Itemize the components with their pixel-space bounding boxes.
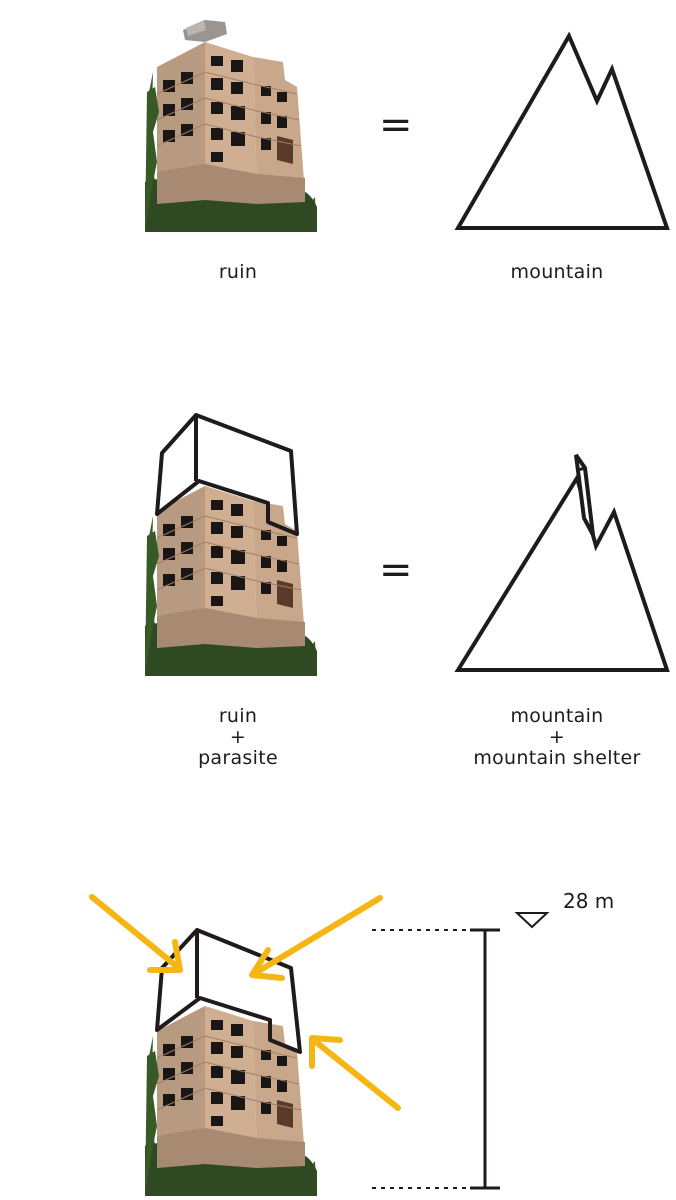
parasite-box-2 <box>155 413 299 536</box>
mountain-shelter-line1: mountain <box>510 705 604 727</box>
ruin-parasite-line2: parasite <box>198 747 278 769</box>
level-marker-icon <box>514 912 550 929</box>
mountain-shelter-label: mountain + mountain shelter <box>457 706 657 769</box>
height-label: 28 m <box>563 889 615 913</box>
ruin-parasite-label: ruin + parasite <box>168 706 308 769</box>
ruin-photo-1 <box>144 20 318 233</box>
arrow-top-left <box>89 894 183 973</box>
arrow-right <box>309 1035 401 1111</box>
mountain-label: mountain <box>482 262 632 283</box>
ruin-parasite-line1: ruin <box>218 705 258 727</box>
height-dimension <box>372 928 500 1190</box>
ruin-parasite-plus: + <box>229 726 247 748</box>
mountain-shelter-plus: + <box>548 726 566 748</box>
ruin-label: ruin <box>188 262 288 283</box>
ruin-label-text: ruin <box>218 261 258 283</box>
mountain-icon-2 <box>454 473 670 672</box>
mountain-icon-1 <box>454 31 670 230</box>
mountain-shelter-icon <box>574 453 595 536</box>
mountain-label-text: mountain <box>510 261 604 283</box>
ruin-photo-3 <box>144 1005 318 1197</box>
arrow-top-right <box>249 895 383 981</box>
equals-sign-2: = <box>379 547 413 593</box>
mountain-shelter-line2: mountain shelter <box>473 747 641 769</box>
parasite-box-3 <box>155 928 302 1054</box>
ruin-photo-2 <box>144 485 318 677</box>
equals-sign-1: = <box>379 102 413 148</box>
